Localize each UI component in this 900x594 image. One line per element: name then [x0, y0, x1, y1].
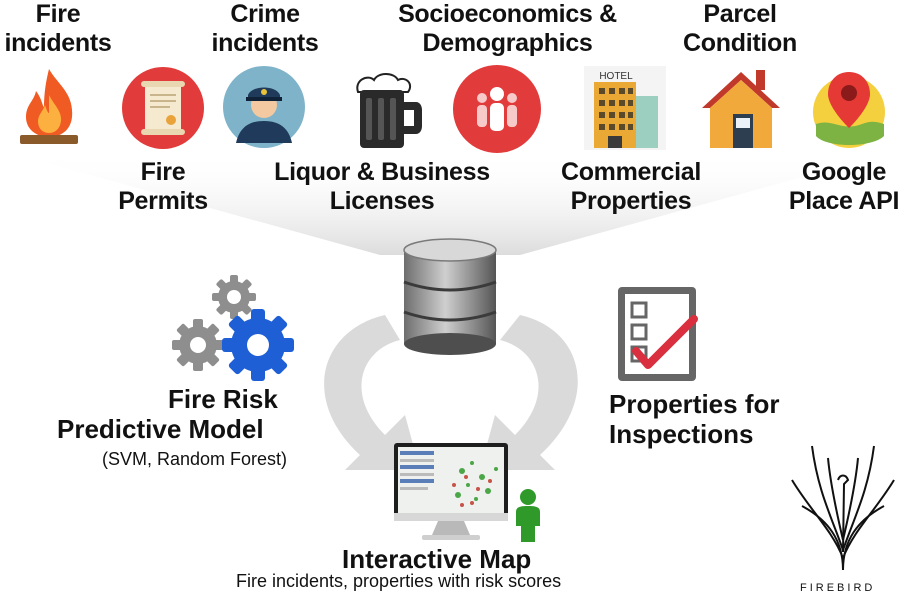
label-line: Properties — [570, 187, 692, 215]
brand-name: FIREBIRD — [800, 582, 876, 594]
label-line: Crime — [230, 0, 300, 28]
label-line: Liquor & Business — [274, 158, 490, 186]
checklist-icon — [618, 287, 698, 381]
label-line: Fire — [140, 158, 186, 186]
curved-arrow-right — [480, 315, 578, 470]
fire-icon — [20, 69, 78, 144]
label-liquor-licenses: Liquor & Business Licenses — [272, 158, 492, 216]
label-crime-incidents: Crime incidents — [205, 0, 325, 58]
label-parcel-condition: Parcel Condition — [680, 0, 800, 58]
label-line: Demographics — [422, 29, 593, 57]
people-group-icon — [453, 65, 541, 153]
hotel-sign: HOTEL — [599, 71, 633, 82]
map-title: Interactive Map — [342, 544, 532, 574]
database-icon — [403, 238, 497, 355]
label-line: incidents — [211, 29, 319, 57]
gears-icon — [172, 275, 294, 381]
label-line: Parcel — [703, 0, 777, 28]
label-google-place: Google Place API — [785, 158, 900, 216]
label-fire-incidents: Fire incidents — [2, 0, 114, 58]
label-line: Google — [801, 158, 887, 186]
label-line: Socioeconomics & — [398, 0, 617, 28]
label-line: incidents — [4, 29, 112, 57]
inspections-line1: Properties for — [609, 389, 780, 419]
label-line: Commercial — [560, 158, 702, 186]
label-socioeconomics: Socioeconomics & Demographics — [395, 0, 620, 58]
label-fire-permits: Fire Permits — [108, 158, 218, 216]
inspections-line2: Inspections — [609, 419, 754, 449]
map-subtitle: Fire incidents, properties with risk sco… — [236, 571, 562, 591]
phoenix-logo-icon — [791, 445, 895, 571]
person-icon — [516, 489, 540, 542]
label-line: Fire — [35, 0, 81, 28]
house-icon — [702, 70, 780, 148]
curved-arrow-left — [324, 315, 420, 470]
police-officer-icon — [223, 66, 305, 148]
hotel-building-icon: HOTEL — [584, 66, 666, 150]
label-line: Condition — [683, 29, 797, 57]
model-title-line2: Predictive Model — [57, 414, 264, 444]
certificate-icon — [122, 67, 204, 149]
label-line: Permits — [118, 187, 208, 215]
label-commercial-properties: Commercial Properties — [556, 158, 706, 216]
label-line: Place API — [788, 187, 900, 215]
model-title-line1: Fire Risk — [168, 384, 278, 414]
map-pin-icon — [813, 72, 885, 148]
beer-mug-icon — [356, 73, 422, 148]
label-line: Licenses — [329, 187, 435, 215]
funnel-beam — [0, 150, 900, 255]
monitor-map-icon — [394, 443, 508, 540]
model-detail: (SVM, Random Forest) — [102, 449, 288, 469]
